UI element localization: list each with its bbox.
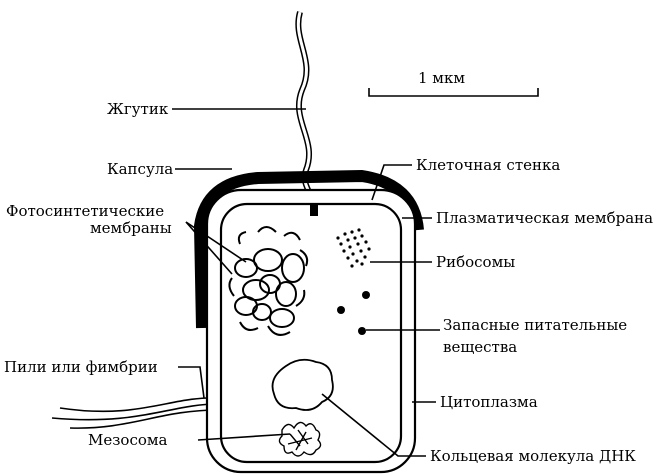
pili — [52, 398, 218, 428]
label-flagellum: Жгутик — [107, 100, 169, 118]
scale-bar-label: 1 мкм — [418, 69, 465, 87]
label-photosynthetic-membranes-1: Фотосинтетические — [6, 202, 164, 220]
label-plasma-membrane: Плазматическая мембрана — [436, 209, 653, 227]
label-mesosome: Мезосома — [88, 431, 168, 449]
label-reserve-nutrients-1: Запасные питательные — [443, 316, 627, 334]
label-pili: Пили или фимбрии — [4, 358, 158, 376]
label-cell-wall: Клеточная стенка — [416, 156, 560, 174]
scale-bar: 1 мкм — [369, 69, 538, 96]
flagellum-basal-body — [310, 204, 318, 216]
label-cytoplasm: Цитоплазма — [440, 393, 538, 411]
label-capsule: Капсула — [107, 160, 173, 178]
label-reserve-nutrients-2: вещества — [443, 338, 517, 356]
label-photosynthetic-membranes-2: мембраны — [90, 219, 172, 237]
label-ribosomes: Рибосомы — [436, 253, 515, 271]
label-dna: Кольцевая молекула ДНК — [430, 447, 636, 465]
